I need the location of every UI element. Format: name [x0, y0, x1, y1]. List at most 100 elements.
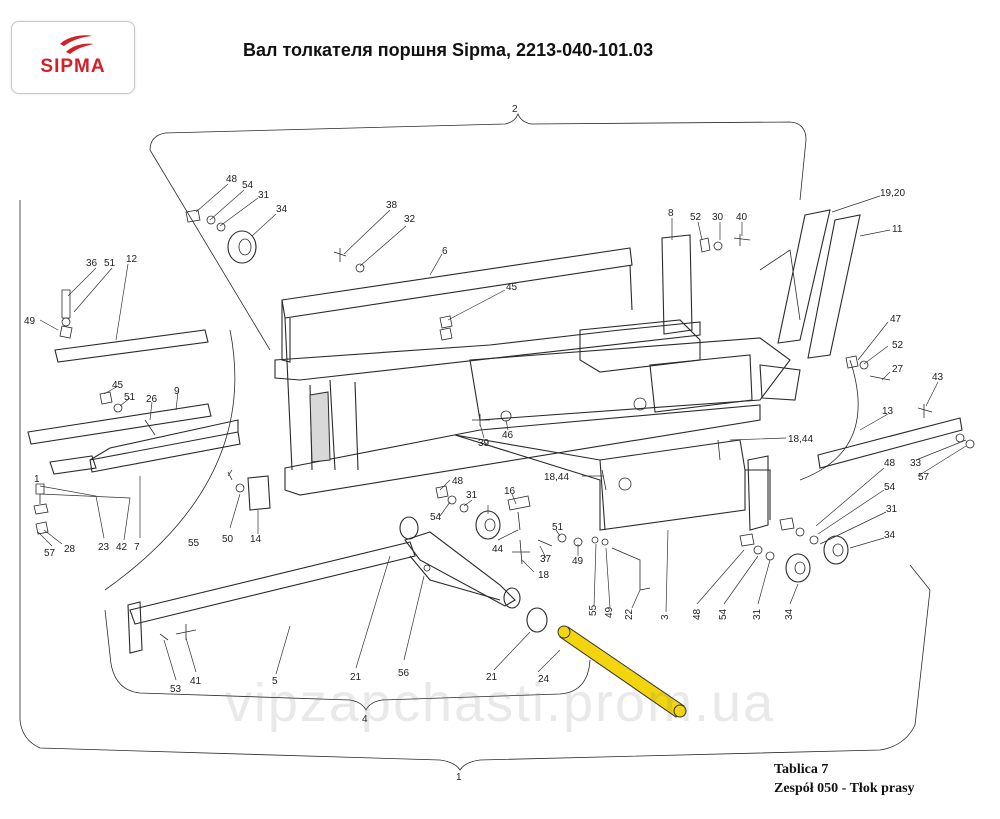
callout: 43 — [932, 372, 944, 383]
callout: 37 — [540, 554, 552, 565]
group-4-label: 4 — [362, 714, 368, 725]
callout: 49 — [24, 316, 36, 327]
logo-text: SIPMA — [40, 56, 106, 77]
callout: 7 — [134, 542, 140, 553]
callout: 51 — [124, 392, 136, 403]
table-caption: Tablica 7 Zespół 050 - Tłok prasy — [774, 760, 915, 798]
lever-5-part — [127, 516, 521, 654]
callout: 56 — [398, 668, 410, 679]
callout: 54 — [718, 608, 729, 620]
sipma-swoosh-icon — [60, 35, 94, 54]
callout: 34 — [276, 204, 288, 215]
fasteners — [33, 209, 975, 641]
callout: 40 — [736, 212, 748, 223]
callout: 46 — [502, 430, 514, 441]
rail-13-part — [817, 417, 963, 469]
callout: 13 — [882, 406, 894, 417]
sipma-logo: SIPMA — [11, 21, 135, 94]
callout: 48 — [452, 476, 464, 487]
callout: 42 — [116, 542, 128, 553]
callout: 39 — [478, 438, 490, 449]
callout: 57 — [918, 472, 930, 483]
angle-7-part — [89, 419, 241, 473]
callout: 16 — [504, 486, 516, 497]
callout: 24 — [538, 674, 550, 685]
callout: 33 — [910, 458, 922, 469]
callout: 34 — [784, 608, 795, 620]
group-2-label: 2 — [512, 104, 518, 115]
callout: 52 — [892, 340, 904, 351]
callout: 1 — [34, 474, 40, 485]
group-2-outline — [149, 112, 807, 351]
callout: 52 — [690, 212, 702, 223]
callout: 48 — [692, 608, 703, 620]
rail-12-part — [54, 329, 209, 363]
roller-34-parts — [227, 230, 849, 583]
callout: 50 — [222, 534, 234, 545]
callout: 18 — [538, 570, 550, 581]
callout: 54 — [884, 482, 896, 493]
left-group-outline — [104, 329, 236, 591]
main-frame-part — [274, 234, 801, 531]
callout: 54 — [430, 512, 442, 523]
bracket-14-part — [247, 475, 271, 511]
callout: 6 — [442, 246, 448, 257]
strip-19-20-part — [777, 209, 831, 344]
callout: 54 — [242, 180, 254, 191]
callout: 11 — [892, 224, 903, 235]
callout: 34 — [884, 530, 896, 541]
callout: 19,20 — [880, 188, 905, 199]
plate-23-part — [49, 455, 97, 475]
callout: 51 — [104, 258, 116, 269]
callout: 28 — [64, 544, 76, 555]
callout: 36 — [86, 258, 98, 269]
callout: 41 — [190, 676, 202, 687]
caption-line-2: Zespół 050 - Tłok prasy — [774, 781, 915, 796]
callout: 31 — [258, 190, 270, 201]
callout: 31 — [886, 504, 898, 515]
callout: 55 — [588, 604, 599, 616]
group-1-outline — [19, 200, 931, 771]
callout: 30 — [712, 212, 724, 223]
callout: 26 — [146, 394, 158, 405]
callout: 47 — [890, 314, 902, 325]
callout: 45 — [506, 282, 518, 293]
callout: 18,44 — [788, 434, 813, 445]
bar-9-part — [27, 403, 212, 445]
callout: 55 — [188, 538, 200, 549]
callout: 53 — [170, 684, 182, 695]
group-1-label: 1 — [456, 772, 462, 783]
callout: 49 — [572, 556, 584, 567]
callout: 14 — [250, 534, 262, 545]
pusher-shaft-24-highlight — [557, 625, 687, 718]
callout: 31 — [466, 490, 478, 501]
callout: 8 — [668, 208, 674, 219]
callout: 49 — [604, 606, 615, 618]
page-title: Вал толкателя поршня Sipma, 2213-040-101… — [243, 40, 654, 60]
group-4-outline — [104, 609, 591, 711]
callout: 21 — [486, 672, 498, 683]
bush-21-part — [526, 607, 548, 633]
strip-11-part — [807, 214, 861, 359]
callout: 12 — [126, 254, 138, 265]
callout: 5 — [272, 676, 278, 687]
callout: 9 — [174, 386, 180, 397]
callout: 3 — [660, 614, 671, 620]
callout: 18,44 — [544, 472, 569, 483]
callout: 48 — [884, 458, 896, 469]
callout: 27 — [892, 364, 904, 375]
callout-numbers: 48 54 31 34 38 32 6 45 8 52 30 40 19,20 … — [24, 174, 944, 695]
callout-leader-lines — [37, 183, 967, 681]
callout: 31 — [752, 608, 763, 620]
callout: 51 — [552, 522, 564, 533]
callout: 45 — [112, 380, 124, 391]
callout: 44 — [492, 544, 504, 555]
callout: 23 — [98, 542, 110, 553]
caption-line-1: Tablica 7 — [774, 762, 829, 777]
callout: 32 — [404, 214, 416, 225]
callout: 21 — [350, 672, 362, 683]
callout: 22 — [624, 608, 635, 620]
callout: 57 — [44, 548, 56, 559]
callout: 38 — [386, 200, 398, 211]
